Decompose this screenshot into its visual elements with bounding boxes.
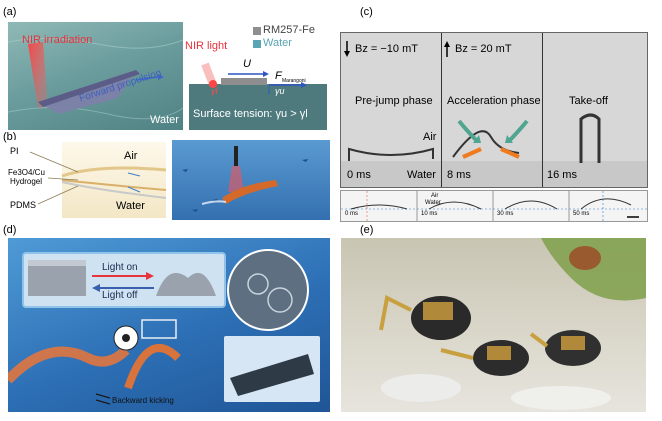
nir-irradiation-text: NIR irradiation <box>22 34 93 46</box>
gamma-u: γu <box>275 86 285 96</box>
time-label-3: 16 ms <box>547 169 577 181</box>
pi-label: PI <box>10 146 19 156</box>
moss <box>541 238 646 301</box>
legend-rm-text: RM257-Fe <box>263 24 315 36</box>
panel-b-schematic: PI Fe3O4/Cu Hydrogel PDMS Air Water <box>8 140 168 220</box>
legend-rm-swatch <box>253 27 261 35</box>
nir-light-text: NIR light <box>185 40 228 52</box>
light-source <box>234 146 238 166</box>
legend-water-text: Water <box>263 37 292 49</box>
zoom-circle <box>227 249 309 331</box>
surface-tension-text: Surface tension: γu > γl <box>193 108 308 120</box>
nir-beam <box>28 42 48 108</box>
light-off-text: Light off <box>102 290 138 301</box>
hydrogel-label-2: Hydrogel <box>10 177 43 186</box>
strip-time-4: 50 ms <box>573 211 590 217</box>
velocity-u: U <box>243 58 251 70</box>
gamma-l: γl <box>211 86 218 96</box>
phase-label-2: Acceleration phase <box>447 95 541 107</box>
air-label-c: Air <box>423 131 437 143</box>
panel-label-e: (e) <box>360 224 374 236</box>
panel-label-d: (d) <box>3 224 17 236</box>
panel-a-photo: NIR irradiation Forward propulsion Water <box>8 22 183 130</box>
phase-label-3: Take-off <box>569 95 608 107</box>
swimming-film <box>222 180 278 204</box>
robot-take-off <box>579 113 601 163</box>
robot-pre-jump <box>348 147 434 161</box>
legend-water-swatch <box>253 40 261 48</box>
panel-d-illustration: Light on Light off Backward kicking <box>8 238 330 412</box>
field-label-1: Bz = −10 mT <box>355 43 418 55</box>
coin <box>569 246 601 270</box>
strip-time-2: 10 ms <box>421 211 438 217</box>
panel-c-strip: Air Water 0 ms 10 ms 30 ms 50 ms <box>340 190 648 222</box>
panel-a-scene <box>8 37 183 120</box>
pdms-label: PDMS <box>10 200 37 210</box>
water-label-c: Water <box>407 169 436 181</box>
curled-robot <box>8 346 130 384</box>
time-label-2: 8 ms <box>447 169 471 181</box>
strip-time-3: 30 ms <box>497 211 514 217</box>
field-label-2: Bz = 20 mT <box>455 43 512 55</box>
air-label-b: Air <box>124 150 138 162</box>
time-label-1: 0 ms <box>347 169 371 181</box>
water-body <box>189 84 327 130</box>
phase-label-1: Pre-jump phase <box>355 95 433 107</box>
force-f: F <box>275 70 282 82</box>
light-on-text: Light on <box>102 262 138 273</box>
panel-label-c: (c) <box>360 6 373 18</box>
strip-air: Air <box>431 193 439 199</box>
panel-label-a: (a) <box>3 6 17 18</box>
water-text-a: Water <box>150 114 179 126</box>
force-f-sub: Marangoni <box>282 78 306 84</box>
panel-e-photo <box>341 238 646 412</box>
hydrogel-label-1: Fe3O4/Cu <box>8 168 45 177</box>
backward-kicking-text: Backward kicking <box>112 396 174 405</box>
film-strip <box>221 78 267 85</box>
water-label-b: Water <box>116 200 145 212</box>
strip-water: Water <box>425 200 441 206</box>
motion-arrow <box>135 76 159 81</box>
panel-b-photo <box>172 140 330 220</box>
panel-c-frames: Bz = −10 mT Bz = 20 mT Pre-jump phase Ac… <box>340 32 648 188</box>
strip-time-1: 0 ms <box>345 211 359 217</box>
panel-a-schematic: RM257-Fe Water NIR light U F Marangoni γ… <box>183 22 330 130</box>
